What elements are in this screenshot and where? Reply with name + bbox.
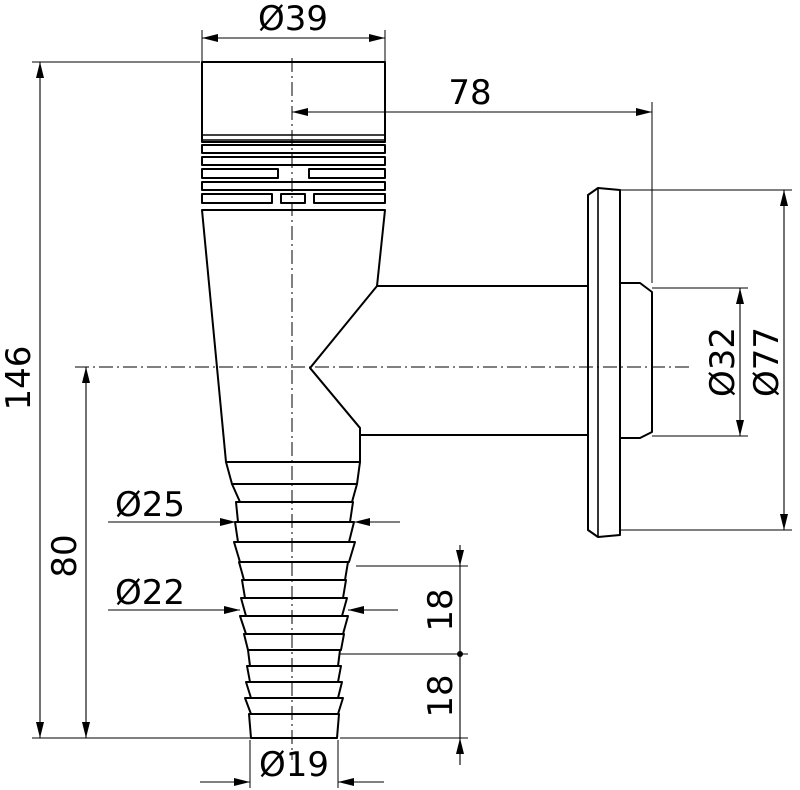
vent-slots: [201, 144, 386, 204]
dim-hose-diameter-small: Ø19: [200, 740, 384, 788]
dim-wall-offset: 78: [292, 73, 653, 283]
dim-outlet-height: 80: [45, 367, 90, 738]
centerlines: [75, 58, 690, 760]
segment-upper-label: 18: [421, 588, 461, 631]
outlet-height-label: 80: [45, 534, 85, 577]
overall-height-label: 146: [0, 346, 39, 411]
dim-flange-diameter: Ø77: [620, 189, 792, 531]
dim-segment-lengths: 18 18: [340, 545, 468, 765]
dim-top-diameter: Ø39: [201, 0, 386, 62]
dim-overall-height: 146: [0, 61, 250, 739]
segment-lower-label: 18: [421, 674, 461, 717]
top-cap: [201, 61, 386, 143]
hose-diameter-large-label: Ø25: [115, 485, 185, 525]
flange-diameter-label: Ø77: [747, 327, 787, 397]
wall-offset-label: 78: [448, 73, 491, 113]
valve-body: [201, 209, 386, 485]
dim-hose-diameter-mid: Ø22: [108, 573, 398, 614]
hose-tail: [231, 483, 358, 739]
hose-diameter-small-label: Ø19: [259, 745, 329, 785]
hose-diameter-mid-label: Ø22: [115, 573, 185, 613]
pipe-diameter-label: Ø32: [703, 327, 743, 397]
dim-pipe-diameter: Ø32: [652, 287, 748, 437]
top-outer-diameter-label: Ø39: [258, 0, 328, 39]
dim-hose-diameter-large: Ø25: [108, 485, 400, 526]
wall-flange: [587, 187, 621, 538]
